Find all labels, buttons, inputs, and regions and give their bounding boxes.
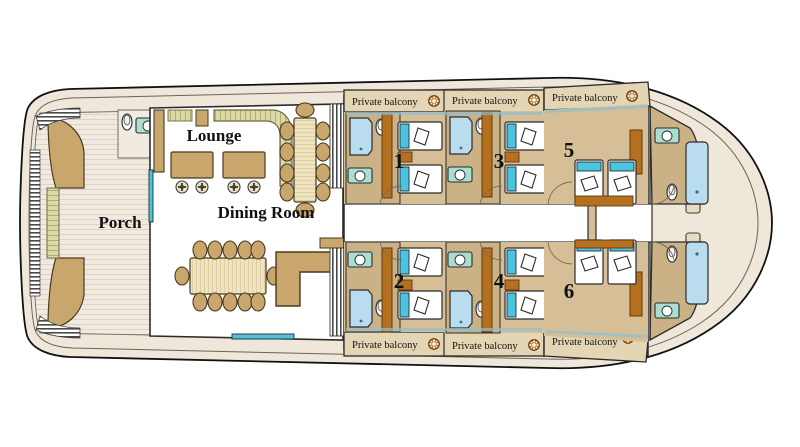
lounge-stool	[195, 180, 209, 194]
bathtub-icon	[349, 117, 373, 156]
bed-icon	[397, 121, 443, 151]
cabin-3-door-swing	[479, 185, 503, 205]
balcony-strip-top	[343, 81, 651, 113]
lounge-shelf	[167, 109, 193, 122]
lounge-table-1	[170, 151, 214, 179]
cabin-2-nightstand	[397, 279, 413, 291]
ship-wheel-icon	[428, 338, 440, 350]
cabin-4-door-swing	[479, 241, 503, 261]
bed-icon	[397, 290, 443, 320]
room-dining[interactable]: Dining Room	[174, 102, 339, 312]
cabin-4[interactable]: 4	[444, 241, 550, 334]
sink-icon	[347, 167, 373, 184]
balcony-label-top-2: Private balcony	[452, 96, 518, 107]
central-corridor	[343, 203, 653, 243]
balcony-strip-bottom	[343, 331, 649, 363]
cabin-1[interactable]: 1	[344, 111, 444, 205]
cabin-1-door-swing	[379, 185, 403, 205]
sink-icon	[447, 166, 473, 183]
cabin-3-nightstand	[504, 151, 520, 163]
sink-icon	[654, 302, 680, 319]
bow-bath-door-swing	[651, 185, 675, 205]
bathtub-icon	[449, 116, 473, 155]
ship-wheel-icon	[528, 94, 540, 106]
bathtub-icon	[685, 241, 709, 305]
lounge-stool	[175, 180, 189, 194]
cabin-5[interactable]: 5	[544, 104, 648, 207]
bathtub-icon	[685, 141, 709, 205]
bed-icon	[397, 247, 443, 277]
sink-icon	[447, 251, 473, 268]
cabin-5-number: 5	[564, 138, 575, 162]
bed-icon	[504, 121, 550, 151]
cabin-1-nightstand	[397, 151, 413, 163]
stairs-aft[interactable]	[329, 239, 345, 337]
balcony-label-top-1: Private balcony	[352, 97, 418, 108]
sink-icon	[347, 251, 373, 268]
lounge-stool	[247, 180, 261, 194]
cabin-6[interactable]: 6	[544, 239, 648, 342]
balcony-label-bottom-2: Private balcony	[452, 341, 518, 352]
sink-icon	[654, 127, 680, 144]
cabin-2-door-swing	[379, 241, 403, 261]
cabin-2[interactable]: 2	[344, 241, 444, 333]
bow-bathrooms	[649, 104, 709, 342]
lounge-side-table	[195, 109, 209, 127]
cabin-3[interactable]: 3	[444, 110, 550, 205]
balcony-label-bottom-3: Private balcony	[552, 337, 618, 348]
ship-wheel-icon	[428, 95, 440, 107]
bow-bath-door-swing	[651, 241, 675, 261]
lounge-table-2	[222, 151, 266, 179]
cabin-2-wardrobe	[381, 247, 393, 333]
cabin-5-door-swing	[547, 181, 573, 205]
lounge-stool	[227, 180, 241, 194]
cabin-4-wardrobe	[481, 247, 493, 333]
room-porch[interactable]: Porch	[29, 107, 151, 339]
deck-trim	[346, 105, 648, 338]
balcony-label-top-3: Private balcony	[552, 93, 618, 104]
cabin-6-number: 6	[564, 279, 575, 303]
side-dining-table	[279, 102, 331, 218]
cabin-4-nightstand	[504, 279, 520, 291]
lounge-cabinet	[153, 109, 165, 173]
bathtub-icon	[349, 289, 373, 328]
bed-icon	[504, 164, 550, 194]
cabin-2-number: 2	[394, 269, 405, 293]
dining-table	[174, 240, 282, 312]
dining-room-label: Dining Room	[218, 203, 315, 222]
cabin-5-nightstand	[574, 195, 634, 207]
cabin-1-number: 1	[394, 149, 405, 173]
cabin-3-number: 3	[494, 149, 505, 173]
bed-icon	[504, 290, 550, 320]
cabin-6-nightstand	[574, 239, 634, 249]
cabin-1-wardrobe	[381, 113, 393, 199]
cabin-3-wardrobe	[481, 112, 493, 198]
cabin-4-number: 4	[494, 269, 505, 293]
ship-wheel-icon	[626, 90, 638, 102]
stairs-forward[interactable]	[329, 103, 345, 189]
balcony-label-bottom-1: Private balcony	[352, 340, 418, 351]
salon-door-port[interactable]	[148, 169, 154, 223]
bed-icon	[504, 247, 550, 277]
lounge-label: Lounge	[187, 126, 242, 145]
salon-door-starboard[interactable]	[231, 333, 295, 340]
cabin-6-door-swing	[547, 241, 573, 265]
bed-icon	[397, 164, 443, 194]
stairs-landing	[319, 237, 345, 249]
ship-wheel-icon	[528, 339, 540, 351]
bathtub-icon	[449, 290, 473, 329]
porch-label: Porch	[98, 213, 142, 232]
